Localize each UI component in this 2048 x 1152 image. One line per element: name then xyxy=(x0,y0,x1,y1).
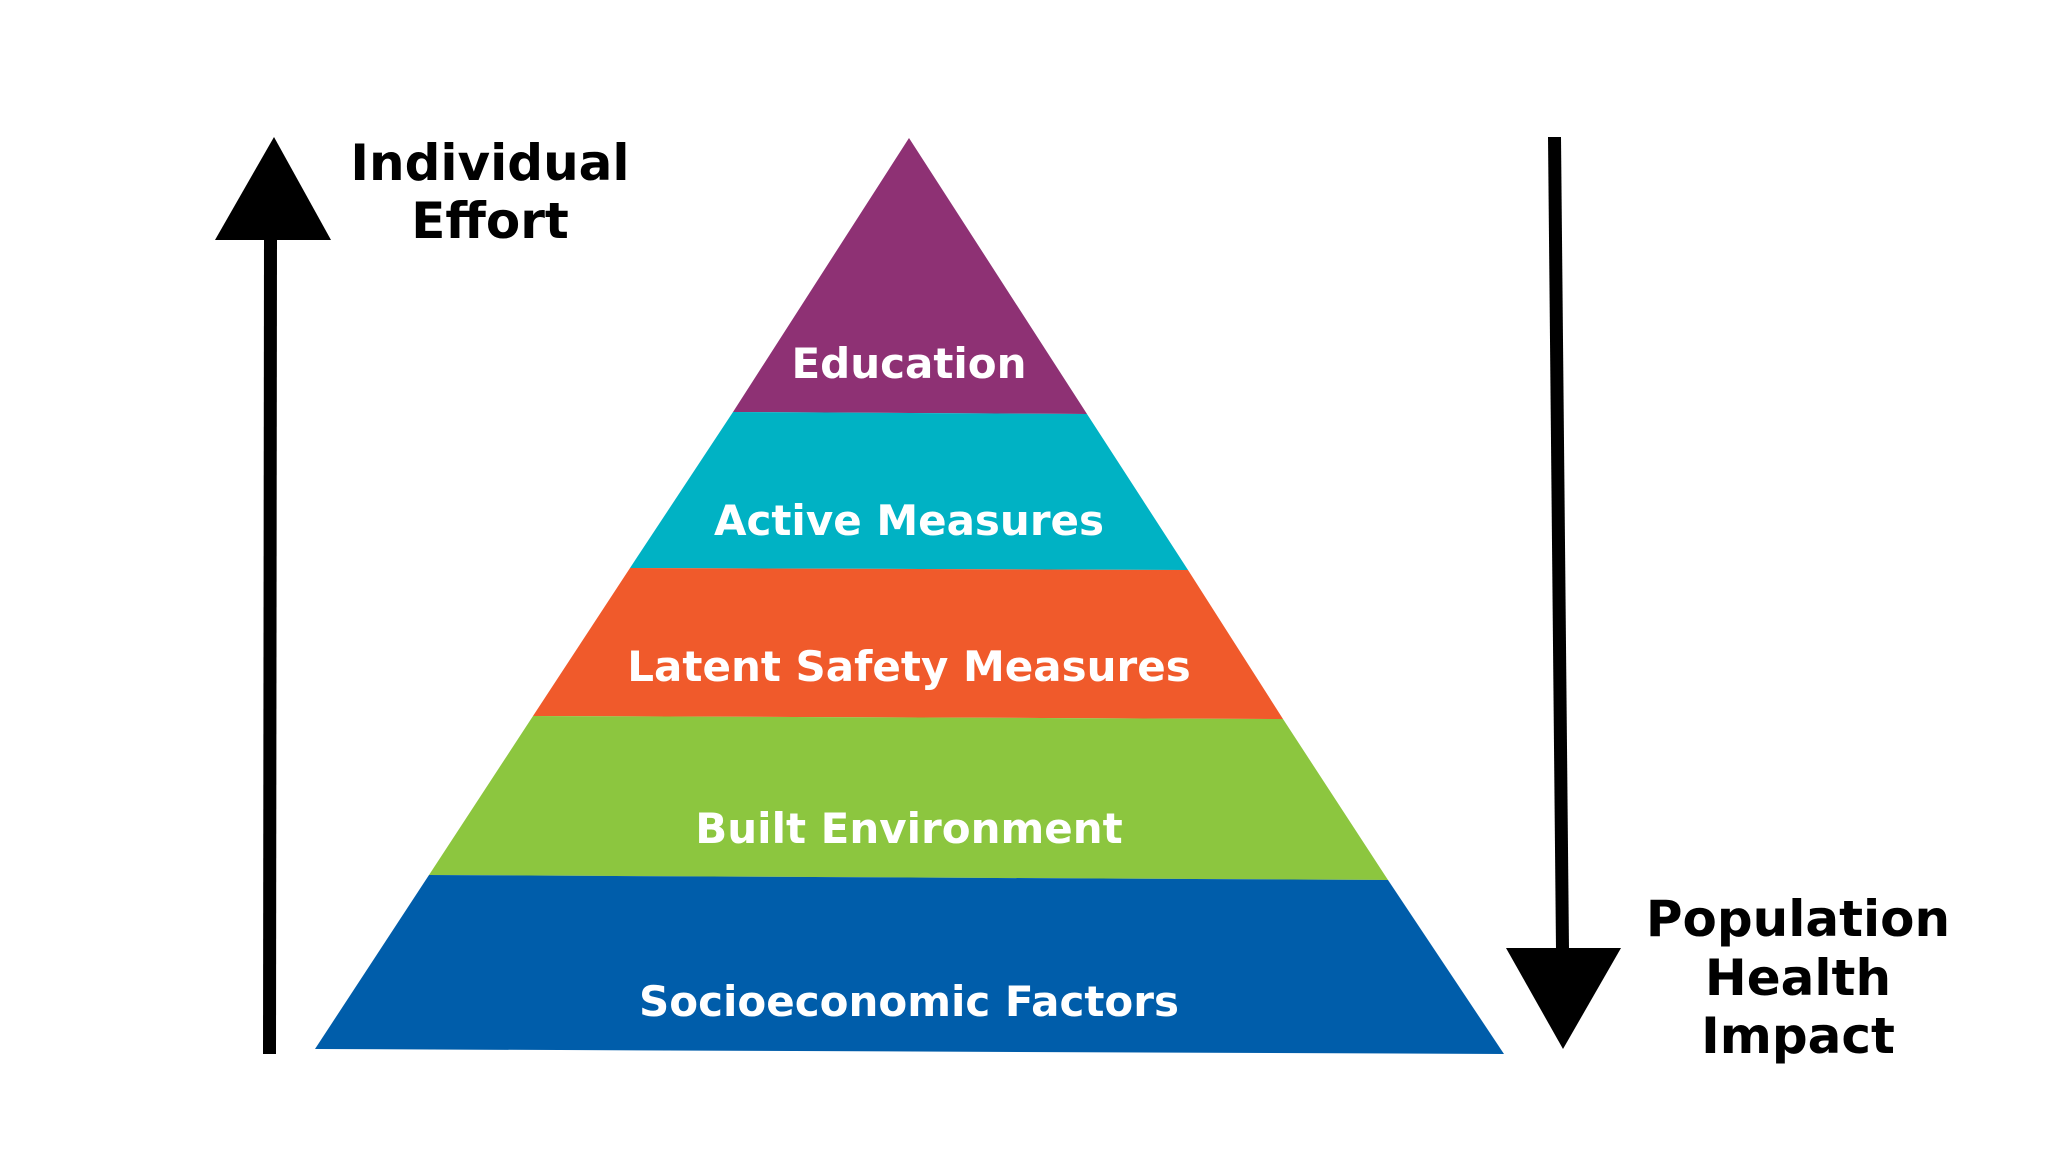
level-built-environment-band xyxy=(429,716,1388,880)
level-latent-safety-label: Latent Safety Measures xyxy=(627,642,1190,691)
level-active-measures-label: Active Measures xyxy=(714,496,1104,545)
level-latent-safety-band xyxy=(533,568,1283,719)
arrow-up-icon xyxy=(215,137,331,1054)
population-health-impact-label-line1: Population xyxy=(1646,890,1950,948)
individual-effort-label-line2: Effort xyxy=(411,192,569,250)
level-socioeconomic-label: Socioeconomic Factors xyxy=(639,977,1179,1026)
level-built-environment-label: Built Environment xyxy=(695,804,1122,853)
level-education-band xyxy=(733,138,1087,414)
population-health-impact-label-line2: Health xyxy=(1705,949,1891,1007)
population-health-impact-label-line3: Impact xyxy=(1701,1007,1895,1065)
arrow-down-icon xyxy=(1506,137,1621,1049)
level-socioeconomic-band xyxy=(315,875,1504,1054)
individual-effort-label-line1: Individual xyxy=(350,134,629,192)
level-active-measures-band xyxy=(630,412,1188,570)
level-education-label: Education xyxy=(791,339,1026,388)
